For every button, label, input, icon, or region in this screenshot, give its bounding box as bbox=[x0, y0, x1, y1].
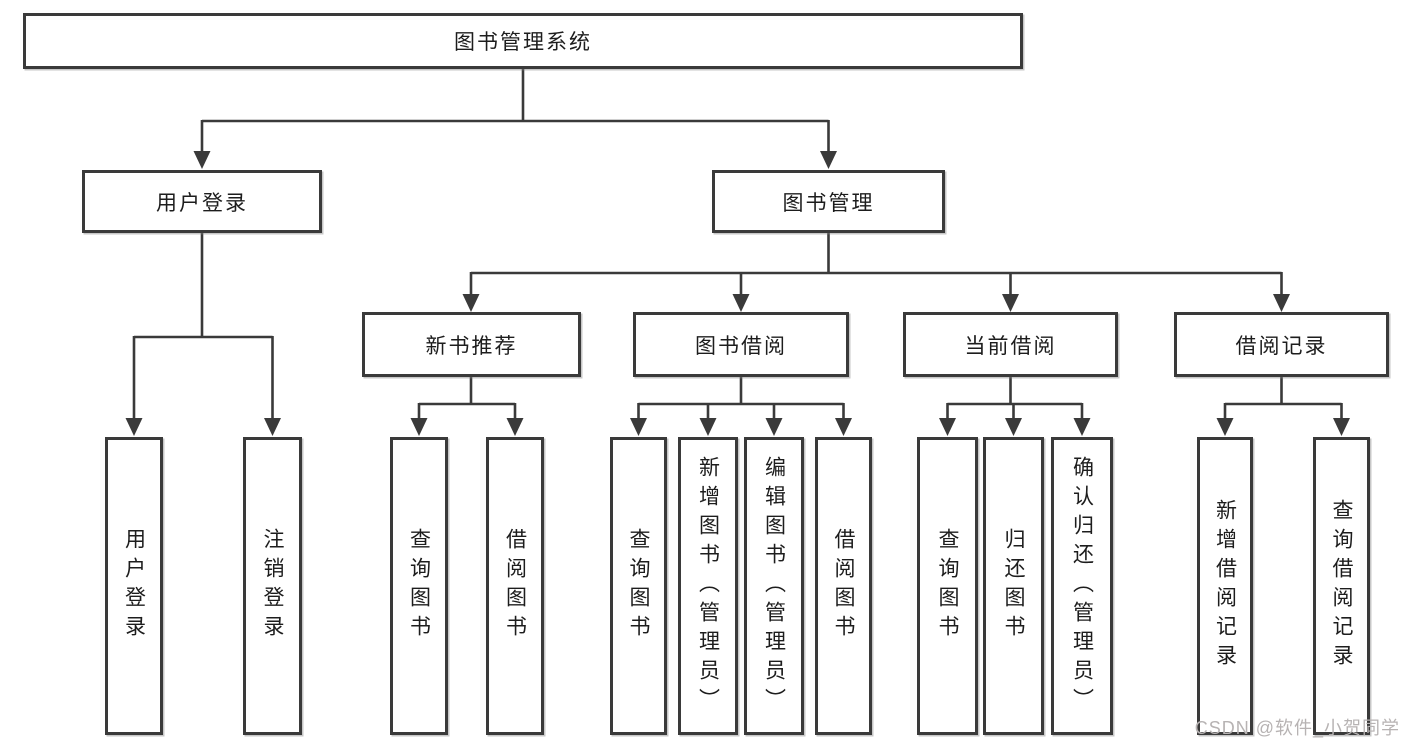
arrow-down-icon bbox=[193, 151, 211, 169]
leaf-bb-borrow-book: 借阅图书 bbox=[815, 437, 872, 735]
node-user-login-branch: 用户登录 bbox=[82, 170, 322, 233]
arrow-down-icon bbox=[462, 294, 480, 312]
arrow-down-icon bbox=[1333, 418, 1350, 436]
connector-shafts bbox=[132, 69, 1343, 418]
node-borrowing-records: 借阅记录 bbox=[1174, 312, 1389, 377]
leaf-logout: 注销登录 bbox=[243, 437, 302, 735]
arrow-down-icon bbox=[506, 418, 524, 436]
csdn-watermark: CSDN @软件_小贺同学 bbox=[1194, 718, 1400, 738]
leaf-rec-borrow-book: 借阅图书 bbox=[486, 437, 544, 735]
connector-current-to-leaves bbox=[946, 377, 1084, 418]
leaf-cb-return-book: 归还图书 bbox=[983, 437, 1044, 735]
arrow-down-icon bbox=[1073, 418, 1091, 436]
arrow-down-icon bbox=[1273, 294, 1290, 312]
arrow-down-icon bbox=[939, 418, 956, 436]
arrow-down-icon bbox=[699, 418, 717, 436]
connector-root-to-level2 bbox=[200, 69, 830, 151]
node-book-borrowing: 图书借阅 bbox=[633, 312, 849, 377]
arrow-down-icon bbox=[1216, 418, 1234, 436]
leaf-cb-query-book: 查询图书 bbox=[917, 437, 978, 735]
arrow-down-icon bbox=[630, 418, 647, 436]
connector-mgmt-to-level3 bbox=[469, 233, 1283, 294]
arrow-down-icon bbox=[125, 418, 143, 436]
connector-borrow-to-leaves bbox=[637, 377, 845, 418]
leaf-user-login: 用户登录 bbox=[105, 437, 163, 735]
arrow-down-icon bbox=[410, 418, 428, 436]
leaf-bb-query-book: 查询图书 bbox=[610, 437, 667, 735]
arrow-down-icon bbox=[765, 418, 783, 436]
leaf-cb-confirm-return-admin: 确认归还（管理员） bbox=[1051, 437, 1113, 735]
connector-userlogin-to-leaves bbox=[132, 233, 274, 418]
node-book-management-branch: 图书管理 bbox=[712, 170, 945, 233]
arrow-down-icon bbox=[820, 151, 837, 169]
node-root-system: 图书管理系统 bbox=[23, 13, 1023, 69]
node-new-book-recommendation: 新书推荐 bbox=[362, 312, 581, 377]
leaf-br-query-record: 查询借阅记录 bbox=[1313, 437, 1370, 735]
arrow-down-icon bbox=[1005, 418, 1022, 436]
leaf-bb-edit-book-admin: 编辑图书（管理员） bbox=[744, 437, 804, 735]
arrowheads bbox=[125, 151, 1350, 436]
connector-rec-to-leaves bbox=[417, 377, 517, 418]
arrow-down-icon bbox=[1002, 294, 1019, 312]
arrow-down-icon bbox=[264, 418, 281, 436]
arrow-down-icon bbox=[732, 294, 750, 312]
node-current-borrowing: 当前借阅 bbox=[903, 312, 1118, 377]
connector-records-to-leaves bbox=[1223, 377, 1343, 418]
leaf-br-add-record: 新增借阅记录 bbox=[1197, 437, 1253, 735]
arrow-down-icon bbox=[835, 418, 852, 436]
leaf-rec-query-book: 查询图书 bbox=[390, 437, 448, 735]
leaf-bb-add-book-admin: 新增图书（管理员） bbox=[678, 437, 738, 735]
